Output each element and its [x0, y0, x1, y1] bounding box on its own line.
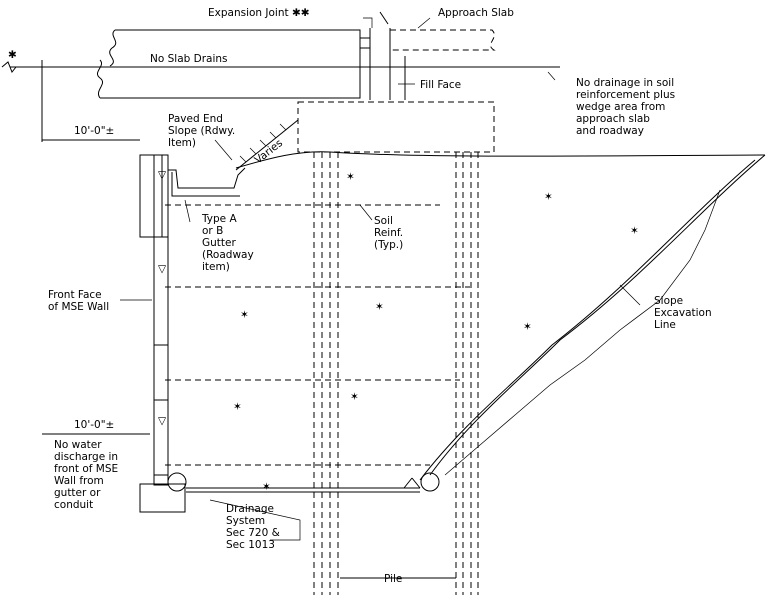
svg-text:✶: ✶	[233, 401, 242, 413]
no-water-label-1: No water	[54, 439, 102, 451]
no-drainage-label-4: approach slab	[576, 113, 650, 125]
svg-text:✶: ✶	[262, 481, 271, 493]
front-face-label-2: of MSE Wall	[48, 301, 109, 313]
svg-text:✶: ✶	[630, 225, 639, 237]
front-face-label-1: Front Face	[48, 289, 102, 301]
dimension-lines	[1, 56, 560, 579]
soil-label-1: Soil	[374, 215, 393, 227]
soil-label-2: Reinf.	[374, 227, 403, 239]
drainage-label-2: System	[226, 515, 265, 527]
varies-label: Varies	[252, 137, 285, 166]
slope-excavation	[419, 154, 766, 481]
paved-end-slope	[235, 119, 299, 171]
no-drainage-label-2: reinforcement plus	[576, 89, 675, 101]
svg-text:✶: ✶	[544, 191, 553, 203]
dim-top-label: 10'-0"±	[74, 125, 114, 137]
no-drainage-label-1: No drainage in soil	[576, 77, 674, 89]
paved-label-1: Paved End	[168, 113, 223, 125]
drainage-label-1: Drainage	[226, 503, 274, 515]
no-drainage-label-5: and roadway	[576, 125, 644, 137]
aggregate-marks: ▽ ▽ ▽ ✶ ✶ ✶ ✶ ✶ ✶ ✶ ✶ ✶	[158, 169, 639, 493]
no-water-label-2: discharge in	[54, 451, 118, 463]
slope-label-2: Excavation	[654, 307, 712, 319]
svg-text:▽: ▽	[158, 263, 167, 275]
no-drainage-label-3: wedge area from	[576, 101, 665, 113]
drainage-label-4: Sec 1013	[226, 539, 275, 551]
no-water-label-6: conduit	[54, 499, 93, 511]
svg-text:✶: ✶	[350, 391, 359, 403]
soil-label-3: (Typ.)	[374, 239, 403, 251]
pile-label: Pile	[384, 573, 402, 585]
svg-text:✶: ✶	[375, 301, 384, 313]
gutter-inner	[171, 172, 240, 197]
ground-line	[235, 151, 766, 169]
approach-slab-right	[379, 11, 496, 51]
svg-text:✶: ✶	[346, 171, 355, 183]
slope-label-1: Slope	[654, 295, 683, 307]
star-label: ✱	[8, 49, 17, 61]
paved-label-3: Item)	[168, 137, 196, 149]
slope-label-3: Line	[654, 319, 676, 331]
svg-text:✶: ✶	[523, 321, 532, 333]
abutment-cap	[297, 101, 495, 153]
no-slab-drains-label: No Slab Drains	[150, 53, 228, 65]
svg-text:✶: ✶	[240, 309, 249, 321]
gutter-label-2: or B	[202, 225, 223, 237]
no-water-label-3: front of MSE	[54, 463, 118, 475]
no-water-label-4: Wall from	[54, 475, 104, 487]
dim-bottom-label: 10'-0"±	[74, 419, 114, 431]
gutter-label-3: Gutter	[202, 237, 236, 249]
approach-slab-label: Approach Slab	[438, 7, 514, 19]
piles	[313, 152, 479, 595]
approach-slab-left	[96, 29, 370, 99]
gutter-label-1: Type A	[201, 213, 237, 225]
paved-label-2: Slope (Rdwy.	[168, 125, 235, 137]
leaders	[120, 17, 641, 541]
drainage-system	[167, 472, 440, 493]
gutter-label-4: (Roadway	[202, 249, 254, 261]
expansion-joint	[360, 28, 391, 100]
gutter	[168, 167, 246, 189]
svg-text:▽: ▽	[158, 169, 167, 181]
svg-text:▽: ▽	[158, 415, 167, 427]
drainage-label-3: Sec 720 &	[226, 527, 280, 539]
gutter-label-5: item)	[202, 261, 230, 273]
soil-reinforcement	[165, 204, 470, 466]
expansion-joint-label: Expansion Joint ✱✱	[208, 7, 310, 19]
fill-face-label: Fill Face	[420, 79, 461, 91]
mse-wall	[139, 154, 186, 513]
no-water-label-5: gutter or	[54, 487, 101, 499]
